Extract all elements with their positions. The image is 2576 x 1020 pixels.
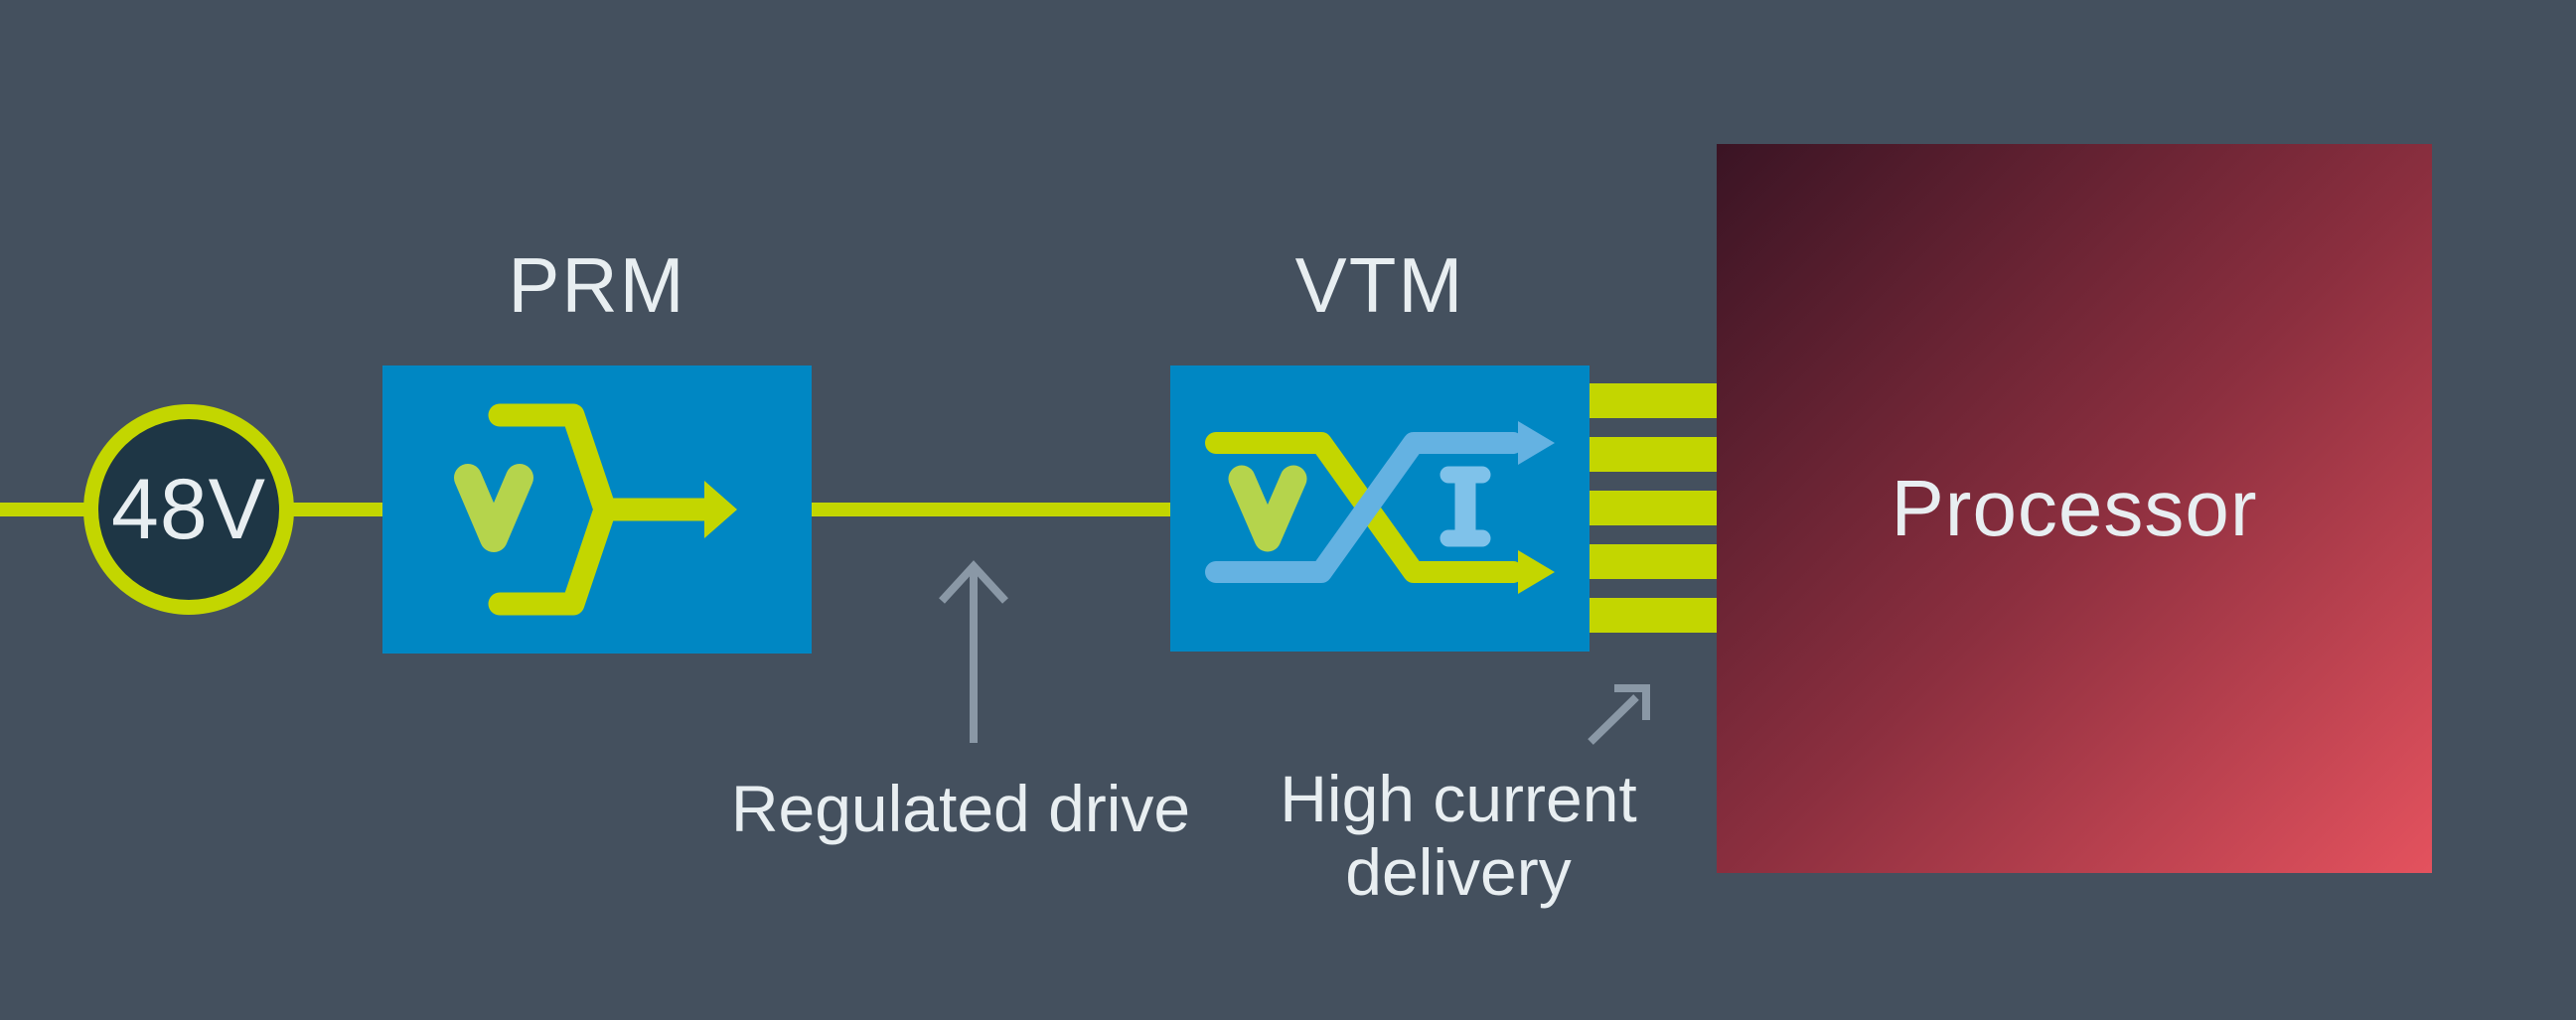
vtm-box <box>1170 365 1590 652</box>
vtm-title: VTM <box>1294 241 1465 329</box>
wire-source-to-prm <box>292 503 383 516</box>
processor-label: Processor <box>1891 464 2258 552</box>
high-current-line-2: delivery <box>1345 834 1572 909</box>
high-current-delivery-label: High current delivery <box>1160 762 1756 910</box>
source-48v-circle: 48V <box>83 404 294 615</box>
input-wire-left <box>0 503 85 516</box>
bus-bar <box>1590 544 1717 579</box>
wire-prm-to-vtm <box>812 503 1170 516</box>
prm-title: PRM <box>508 241 686 329</box>
high-current-line-1: High current <box>1280 762 1637 835</box>
regulated-drive-arrow-icon <box>939 560 1008 743</box>
regulated-drive-label: Regulated drive <box>730 772 1191 845</box>
prm-box <box>382 365 812 654</box>
bus-bar <box>1590 598 1717 633</box>
high-current-arrow-icon <box>1588 684 1650 745</box>
high-current-bus <box>1590 383 1717 633</box>
source-48v-label: 48V <box>110 461 267 557</box>
prm-regulator-icon <box>454 403 737 616</box>
processor-box: Processor <box>1717 144 2432 873</box>
bus-bar <box>1590 383 1717 418</box>
bus-bar <box>1590 491 1717 525</box>
bus-bar <box>1590 437 1717 472</box>
vtm-transformer-icon <box>1205 421 1555 594</box>
